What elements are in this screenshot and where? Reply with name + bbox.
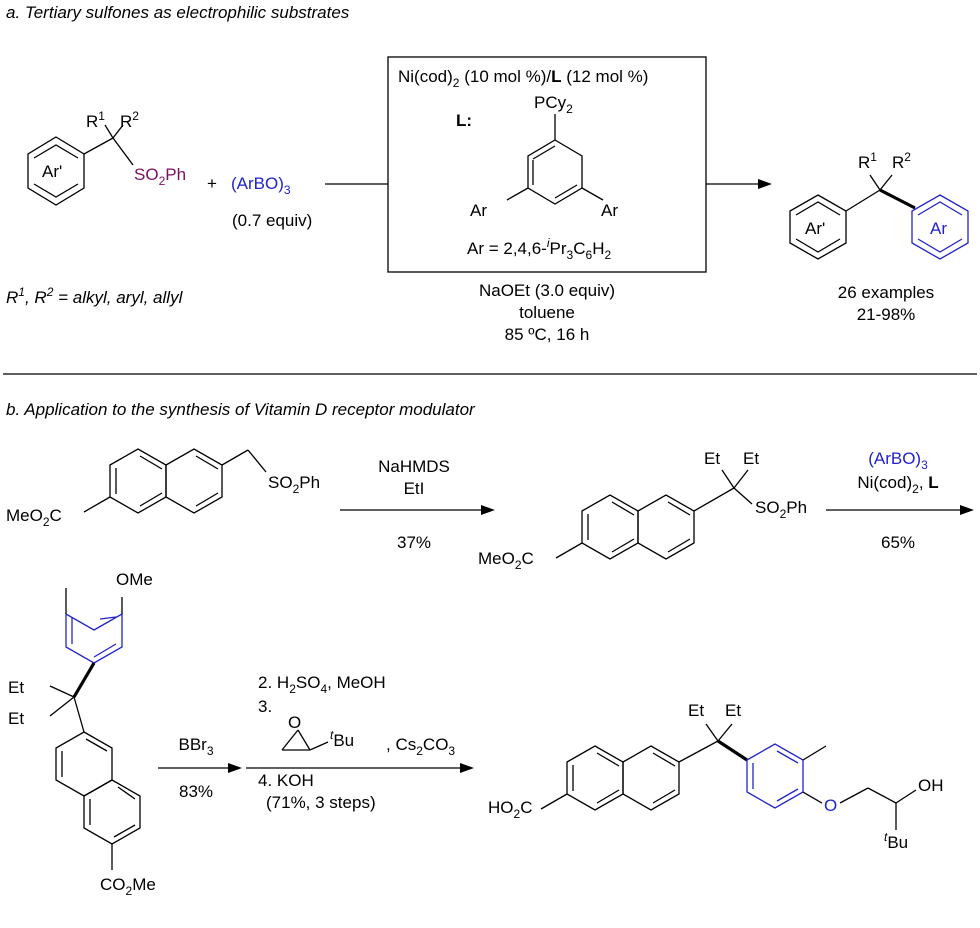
r-group-note: R1, R2 = alkyl, aryl, allyl: [6, 285, 184, 307]
step4-base: , Cs2CO3: [386, 735, 455, 758]
substrate-r2: R2: [120, 109, 139, 131]
substrate-ring-label: Ar': [42, 162, 62, 181]
step2-catalyst: Ni(cod)2, L: [857, 473, 938, 496]
final-acid: HO2C: [488, 798, 532, 821]
substrate-sulfone: SO2Ph: [134, 165, 186, 188]
solvent-condition: toluene: [519, 303, 575, 322]
sm-sulfone: SO2Ph: [268, 473, 320, 496]
reagent-equiv: (0.7 equiv): [232, 211, 312, 230]
final-et2: Et: [725, 701, 741, 720]
product-a: [789, 174, 969, 260]
epoxide-oxygen: O: [288, 713, 301, 732]
catalyst-box: [387, 56, 707, 273]
examples-count: 26 examples: [838, 283, 934, 302]
arrow-a-head: [758, 179, 772, 189]
intermediate-1: [555, 469, 753, 560]
part-b-heading: b. Application to the synthesis of Vitam…: [6, 400, 476, 419]
int1-et1: Et: [704, 449, 720, 468]
product-ring-right-label: Ar: [930, 219, 947, 238]
ligand-ar-left: Ar: [470, 201, 487, 220]
step3-reagent: BBr3: [178, 735, 213, 758]
step4-line2: 2. H2SO4, MeOH: [258, 673, 386, 696]
int2-et2: Et: [8, 709, 24, 728]
ligand-ar-right: Ar: [601, 201, 618, 220]
ar-definition: Ar = 2,4,6-iPr3C6H2: [467, 236, 611, 262]
int2-methoxy: OMe: [116, 570, 153, 589]
temperature-condition: 85 ºC, 16 h: [505, 325, 590, 344]
int2-et1: Et: [8, 678, 24, 697]
int2-ester: CO2Me: [100, 875, 156, 898]
base-condition: NaOEt (3.0 equiv): [479, 281, 615, 300]
step4-line3: 3.: [258, 697, 272, 716]
ligand-pcy2: PCy2: [534, 93, 573, 116]
step2-boroxine: (ArBO)3: [868, 449, 928, 472]
step1-reagent1: NaHMDS: [378, 457, 450, 476]
plus-sign: +: [207, 174, 217, 193]
product-r1: R1: [858, 150, 877, 172]
final-product: [540, 723, 917, 830]
ligand-label: L:: [456, 111, 472, 130]
substrate-r1: R1: [86, 109, 105, 131]
product-ring-left-label: Ar': [805, 219, 825, 238]
product-r2: R2: [892, 150, 911, 172]
yield-range: 21-98%: [857, 305, 916, 324]
starting-material: [83, 448, 267, 514]
final-et1: Et: [688, 701, 704, 720]
substrate-a: Ar' R1 R2 SO2Ph: [27, 109, 186, 206]
sm-ester: MeO2C: [6, 506, 62, 529]
boroxine-reagent: (ArBO)3: [231, 174, 291, 197]
int1-et2: Et: [743, 449, 759, 468]
part-a-heading: a. Tertiary sulfones as electrophilic su…: [6, 3, 350, 22]
step1-reagent2: EtI: [404, 479, 425, 498]
intermediate-2: [49, 588, 141, 870]
final-hydroxyl: OH: [918, 776, 944, 795]
step3-yield: 83%: [179, 782, 213, 801]
step2-yield: 65%: [881, 533, 915, 552]
int1-ester: MeO2C: [478, 549, 534, 572]
final-ether-oxygen: O: [824, 796, 837, 815]
epoxide-structure: [281, 729, 329, 751]
ligand-structure: [506, 114, 604, 205]
step4-line4: 4. KOH: [258, 771, 314, 790]
final-tbu: tBu: [884, 830, 908, 852]
step4-yield: (71%, 3 steps): [266, 793, 376, 812]
epoxide-tbu: tBu: [330, 728, 354, 750]
int1-sulfone: SO2Ph: [755, 498, 807, 521]
catalyst-line: Ni(cod)2 (10 mol %)/L (12 mol %): [398, 67, 648, 90]
step1-yield: 37%: [397, 533, 431, 552]
